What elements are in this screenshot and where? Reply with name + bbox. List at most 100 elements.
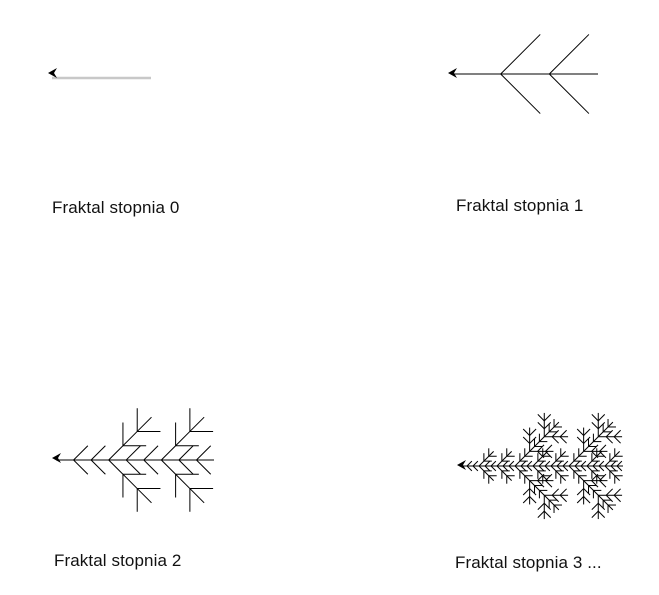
fractal-segment (555, 470, 562, 477)
fractal-segment (597, 421, 606, 430)
fractal-segment (175, 431, 191, 447)
fractal-segment (529, 480, 535, 486)
fractal-segment (488, 475, 494, 481)
fractal-segment (500, 73, 541, 114)
fractal-segment (534, 485, 540, 491)
fractal-segment (591, 451, 599, 459)
fractal-segment (488, 451, 494, 457)
fractal-segment (548, 499, 555, 506)
fractal-segment (591, 455, 598, 462)
fractal-segment (605, 488, 614, 496)
fractal-segment (610, 465, 617, 472)
fractal-panel-2: Fraktal stopnia 2 (52, 408, 214, 570)
fractal-caption-1: Fraktal stopnia 1 (456, 196, 584, 215)
fractal-segment (605, 494, 614, 503)
fractal-segment (609, 455, 616, 462)
fractal-segment (593, 436, 599, 442)
fractal-segment (143, 459, 159, 475)
fractal-segment (532, 460, 539, 467)
fractal-segment (537, 444, 545, 452)
fractal-drawing-2 (52, 408, 214, 512)
fractal-segment (537, 473, 545, 481)
fractal-segment (196, 459, 212, 475)
fractal-panel-0: Fraktal stopnia 0 (0, 0, 330, 240)
fractal-segment (108, 445, 124, 461)
fractal-segment (574, 465, 581, 472)
fractal-segment (614, 475, 620, 481)
fractal-segment (73, 445, 89, 461)
fractal-segment (550, 460, 557, 467)
fractal-segment (478, 465, 485, 472)
fractal-segment (506, 451, 512, 457)
fractal-segment (599, 451, 607, 459)
fractal-segment (189, 416, 205, 432)
fractal-segment (556, 465, 563, 472)
fractal-segment (529, 428, 537, 436)
fractal-segment (599, 480, 607, 488)
fractal-segment (602, 499, 609, 506)
fractal-segment (604, 460, 611, 467)
fractal-panel-1: Fraktal stopnia 1 (0, 0, 659, 240)
fractal-segment (522, 496, 530, 504)
fractal-segment (544, 460, 551, 467)
fractal-segment (551, 429, 560, 438)
fractal-segment (522, 436, 530, 444)
fractal-segment (591, 470, 598, 477)
fractal-segment (597, 431, 604, 438)
fractal-segment (472, 465, 479, 472)
fractal-segment (607, 504, 614, 511)
fractal-segment (136, 488, 152, 504)
fractal-segment (597, 502, 606, 511)
fractal-segment (522, 488, 530, 496)
fractal-segment (90, 445, 106, 461)
fractal-segment (576, 488, 584, 496)
fractal-segment (537, 455, 544, 462)
fractal-segment (613, 436, 621, 444)
fractal-segment (583, 436, 591, 444)
fractal-segment (597, 414, 606, 422)
fractal-segment (196, 445, 212, 461)
fractal-segment (573, 470, 580, 477)
fractal-segment (592, 460, 599, 467)
fractal-segment (520, 460, 527, 467)
fractal-segment (607, 421, 614, 428)
fractal-segment (472, 460, 479, 467)
fractal-segment (122, 431, 138, 447)
fractal-segment (519, 455, 526, 462)
fractal-segment (545, 473, 553, 481)
fractal-segment (576, 428, 584, 436)
fractal-segment (583, 428, 591, 436)
fractal-segment (591, 473, 599, 481)
fractal-segment (537, 480, 545, 488)
fractal-segment (576, 496, 584, 504)
fractal-segment (537, 502, 545, 511)
fractal-segment (178, 445, 194, 461)
fractal-drawing-1 (448, 34, 598, 114)
fractal-segment (559, 436, 567, 444)
fractal-segment (614, 451, 620, 457)
fractal-segment (73, 459, 89, 475)
fractal-segment (580, 465, 587, 472)
fractal-segment (466, 460, 473, 467)
fractal-caption-2: Fraktal stopnia 2 (54, 551, 182, 570)
fractal-segment (602, 426, 609, 433)
fractal-segment (189, 488, 205, 504)
fractal-segment (591, 421, 599, 430)
fractal-segment (580, 460, 587, 467)
fractal-segment (588, 485, 594, 491)
fractal-segment (548, 34, 590, 75)
fractal-segment (593, 490, 599, 496)
fractal-segment (616, 465, 623, 472)
fractal-segment (543, 494, 550, 501)
fractal-segment (160, 459, 176, 475)
fractal-segment (616, 460, 623, 467)
fractal-segment (514, 460, 521, 467)
fractal-segment (490, 460, 497, 467)
fractal-segment (576, 436, 584, 444)
fractal-segment (136, 416, 152, 432)
fractal-segment (578, 475, 584, 481)
fractal-segment (599, 444, 607, 452)
fractal-segment (537, 421, 545, 430)
turtle-cursor-icon (448, 68, 457, 78)
fractal-segment (583, 488, 591, 496)
